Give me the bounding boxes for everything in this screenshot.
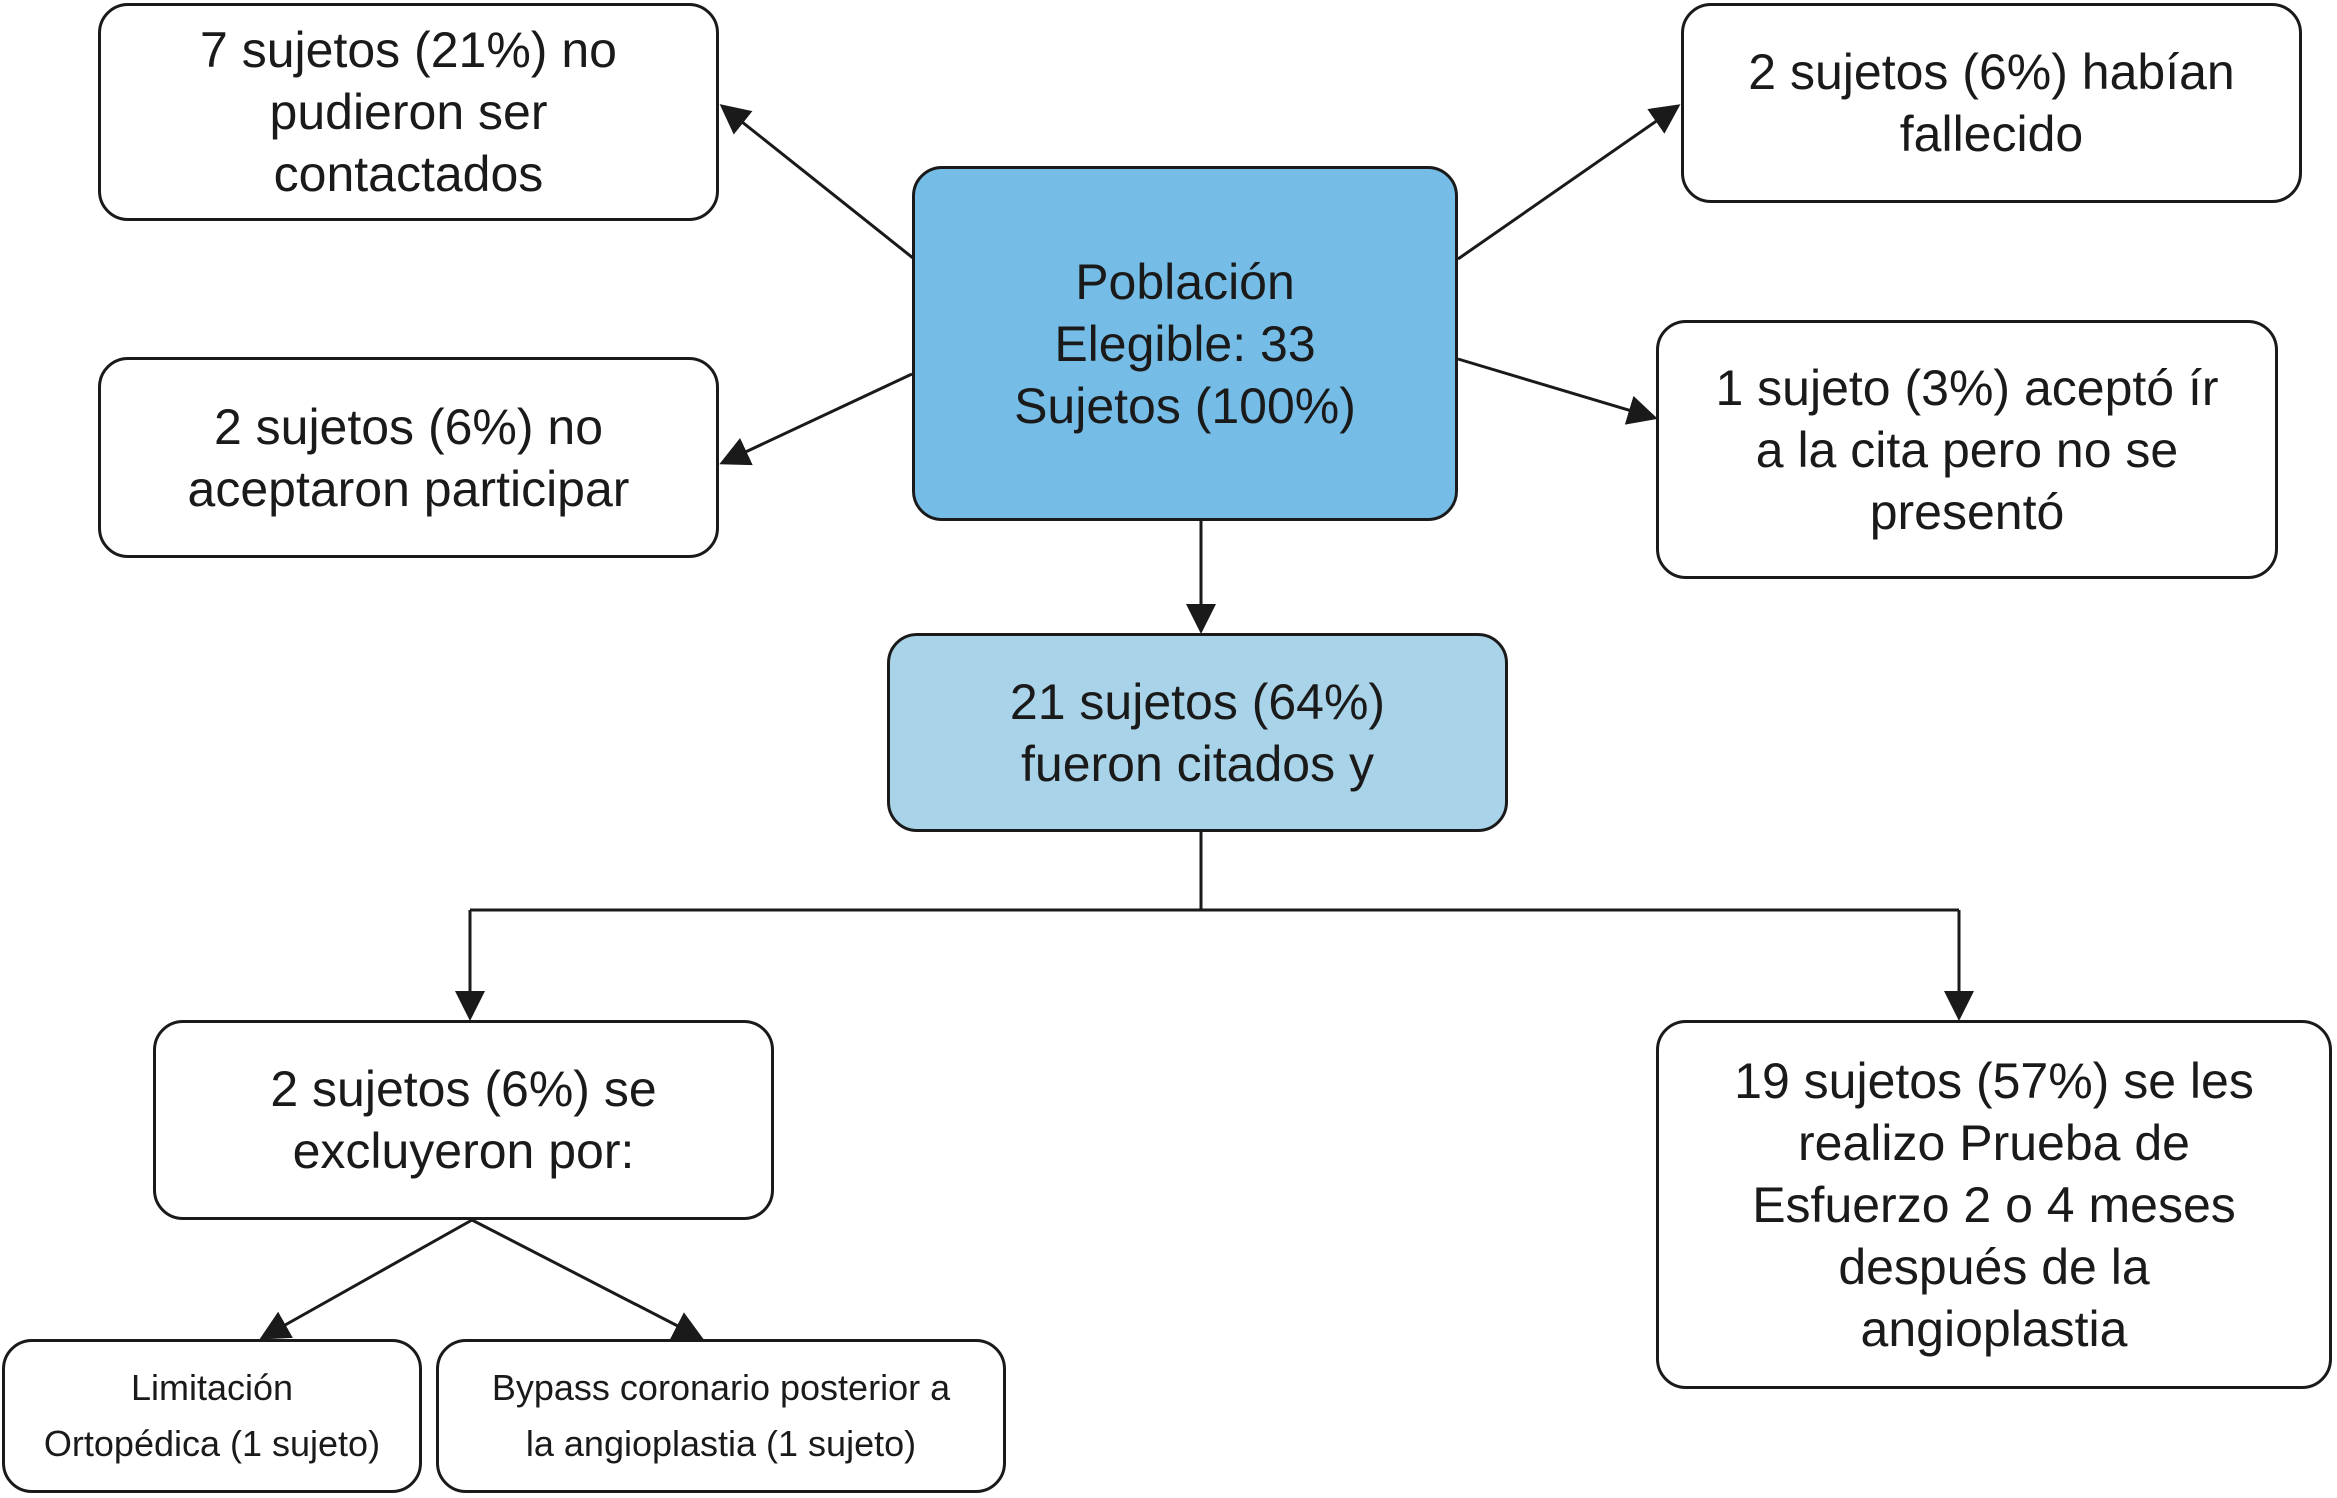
bypass-box: Bypass coronario posterior a la angiopla… xyxy=(436,1339,1006,1493)
no-show-label: 1 sujeto (3%) aceptó ír a la cita pero n… xyxy=(1715,359,2219,540)
excluded-label: 2 sujetos (6%) se excluyeron por: xyxy=(270,1061,657,1179)
performed-box: 19 sujetos (57%) se les realizo Prueba d… xyxy=(1656,1020,2332,1389)
cited-label: 21 sujetos (64%) fueron citados y xyxy=(1009,673,1386,792)
deceased-box: 2 sujetos (6%) habían fallecido xyxy=(1681,3,2302,203)
orthopedic-box: Limitación Ortopédica (1 sujeto) xyxy=(2,1339,422,1493)
arrow-to-not-contacted xyxy=(719,104,919,264)
arrow-to-no-show xyxy=(1457,357,1658,425)
not-contacted-box: 7 sujetos (21%) no pudieron ser contacta… xyxy=(98,3,719,221)
excluded-box: 2 sujetos (6%) se excluyeron por: xyxy=(153,1020,774,1220)
not-accepted-label: 2 sujetos (6%) no aceptaron participar xyxy=(187,398,630,517)
bypass-label: Bypass coronario posterior a la angiopla… xyxy=(491,1367,951,1464)
no-show-box: 1 sujeto (3%) aceptó ír a la cita pero n… xyxy=(1656,320,2278,579)
not-accepted-box: 2 sujetos (6%) no aceptaron participar xyxy=(98,357,719,558)
cited-box: 21 sujetos (64%) fueron citados y xyxy=(887,633,1508,832)
orthopedic-label: Limitación Ortopédica (1 sujeto) xyxy=(43,1367,381,1464)
arrow-to-bypass xyxy=(471,1218,704,1340)
population-label: Población Elegible: 33 Sujetos (100%) xyxy=(1014,253,1356,434)
not-contacted-label: 7 sujetos (21%) no pudieron ser contacta… xyxy=(200,22,617,202)
arrow-to-deceased xyxy=(1457,104,1681,261)
deceased-label: 2 sujetos (6%) habían fallecido xyxy=(1748,44,2235,162)
population-box: Población Elegible: 33 Sujetos (100%) xyxy=(912,166,1458,521)
arrow-to-orthopedic xyxy=(259,1218,473,1340)
arrow-to-not-accepted xyxy=(719,372,913,466)
performed-label: 19 sujetos (57%) se les realizo Prueba d… xyxy=(1734,1052,2254,1357)
